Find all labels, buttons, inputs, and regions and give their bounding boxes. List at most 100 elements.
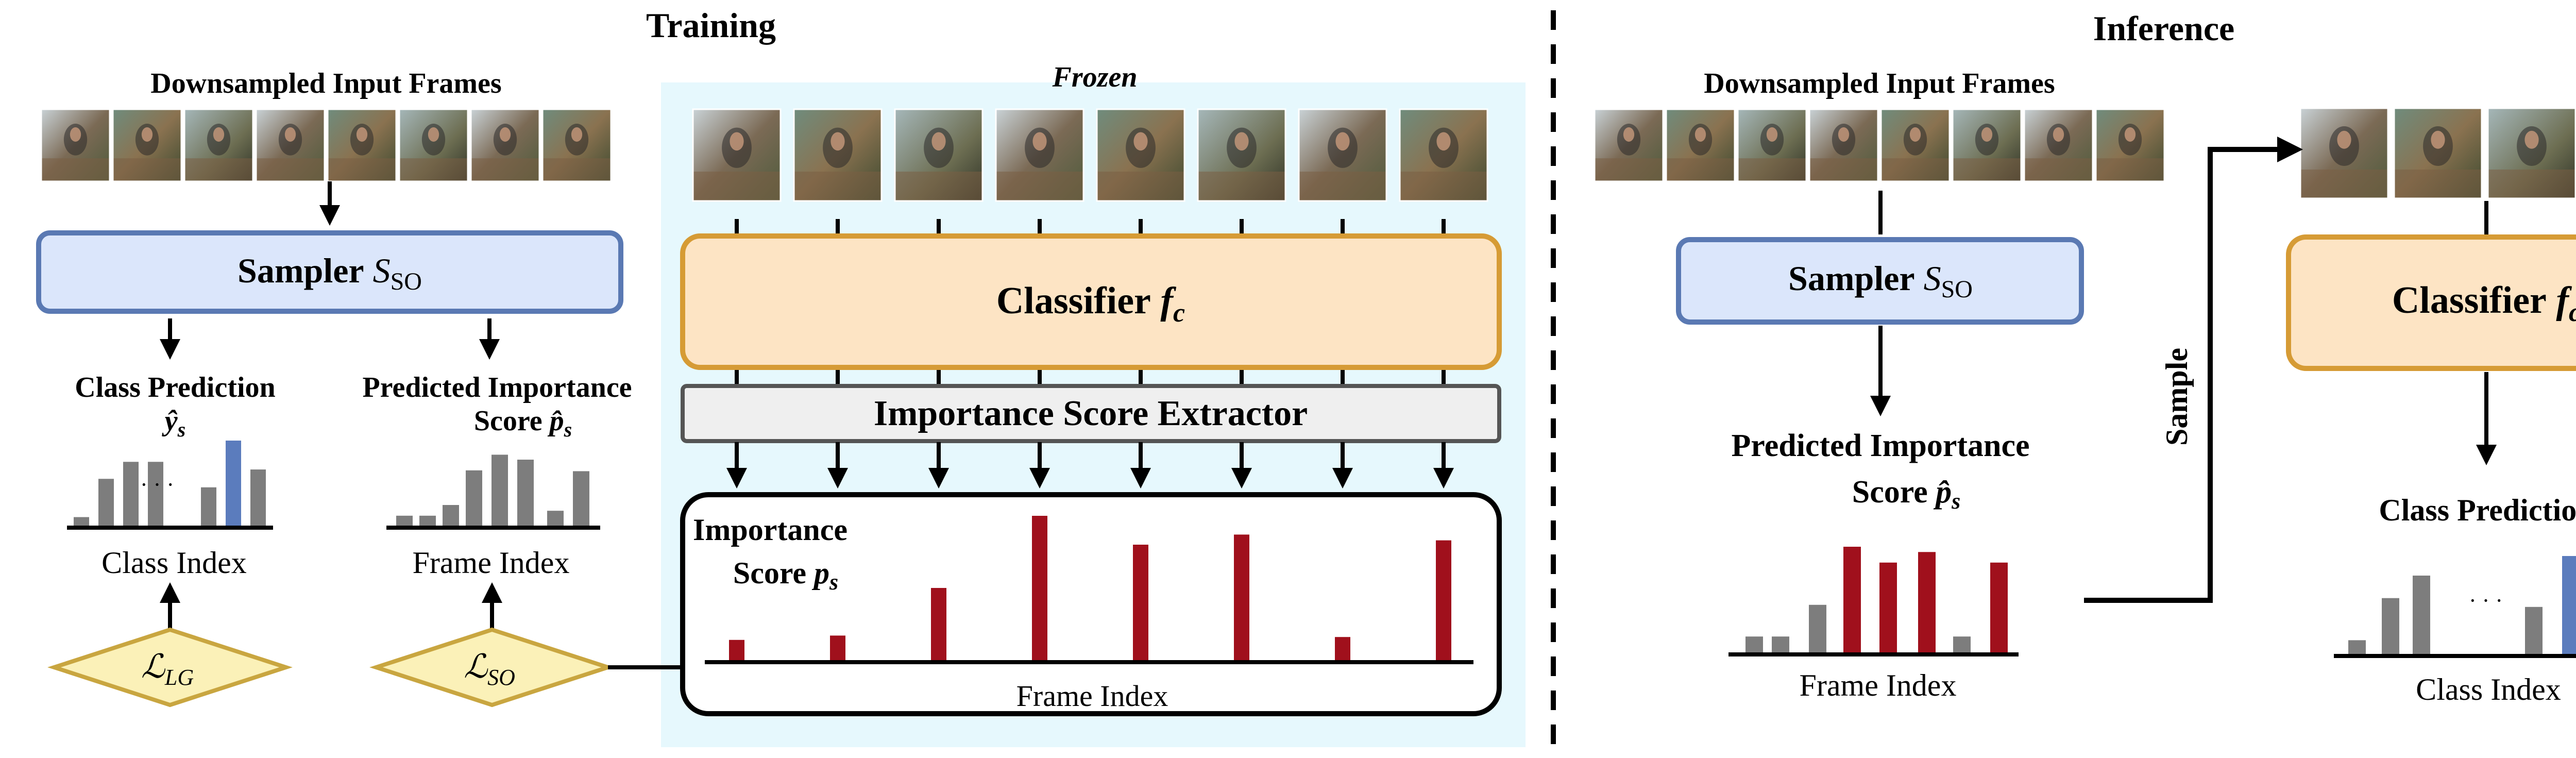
inf-frame-index-label: Frame Index	[1800, 668, 1957, 702]
inf-classifier-text: Classifier fc	[2392, 279, 2576, 327]
video-frame-thumbnail	[1399, 108, 1488, 202]
inf-class-pred-label: Class Prediction	[2379, 493, 2576, 527]
chart-bar	[1234, 534, 1249, 660]
video-frame-thumbnail	[1808, 108, 1879, 182]
video-frame-thumbnail	[40, 108, 111, 182]
importance-extractor-box	[681, 384, 1501, 443]
chart-bar	[98, 479, 114, 526]
inf-pred-importance-label2: Score p̂s	[1852, 475, 1961, 514]
chart-bar	[201, 487, 216, 526]
video-frame-thumbnail	[398, 108, 469, 182]
video-frame-thumbnail	[1952, 108, 2022, 182]
video-frame-thumbnail	[2393, 107, 2483, 199]
train-class-pred-label: Class Prediction	[75, 372, 275, 403]
inference-title: Inference	[2093, 9, 2234, 48]
inf-frame-strip	[1594, 108, 2165, 182]
frozen-frame-ticks	[735, 219, 1446, 386]
chart-bar	[466, 470, 482, 526]
chart-bar	[1809, 604, 1826, 652]
train-classifier-text: Classifier fc	[996, 280, 1185, 328]
train-pred-importance-chart	[396, 454, 589, 526]
video-frame-thumbnail	[2299, 107, 2389, 199]
chart-bar	[1032, 516, 1047, 660]
train-sampler-text: Sampler SSO	[238, 251, 422, 295]
inf-input-frames-label: Downsampled Input Frames	[1704, 68, 2055, 99]
inf-sampler-text: Sampler SSO	[1788, 259, 1973, 303]
chart-bar	[1843, 547, 1861, 652]
chart-bar	[573, 471, 589, 526]
train-frame-index-label: Frame Index	[413, 546, 570, 580]
sampled-frame-strip	[2299, 107, 2576, 199]
chart-bar	[2348, 640, 2366, 654]
importance-frame-index-label: Frame Index	[1016, 679, 1168, 713]
chart-bar	[1879, 562, 1897, 652]
video-frame-thumbnail	[1737, 108, 1807, 182]
train-class-pred-chart	[74, 441, 266, 526]
chart-bar	[1745, 636, 1763, 652]
chart-bar	[1133, 545, 1148, 660]
inf-class-index-label: Class Index	[2416, 672, 2561, 706]
train-class-pred-symbol: ŷs	[162, 405, 185, 441]
video-frame-thumbnail	[327, 108, 397, 182]
video-frame-thumbnail	[1665, 108, 1736, 182]
chart-bar	[443, 505, 459, 526]
video-frame-thumbnail	[1298, 108, 1387, 202]
training-title: Training	[646, 6, 776, 45]
inf-sampler-box	[1676, 237, 2084, 325]
video-frame-thumbnail	[112, 108, 182, 182]
chart-bar	[931, 588, 946, 660]
frozen-frame-strip	[692, 108, 1488, 202]
chart-bar	[1335, 637, 1350, 660]
chart-bar	[1436, 540, 1451, 660]
video-frame-thumbnail	[2095, 108, 2165, 182]
chart-bar	[1990, 562, 2008, 652]
video-frame-thumbnail	[541, 108, 612, 182]
chart-bar	[830, 635, 845, 660]
chart-bar	[1918, 552, 1936, 652]
chart-bar	[419, 515, 436, 526]
chart-bar	[2382, 598, 2399, 654]
train-pred-importance-label: Predicted Importance	[362, 372, 632, 403]
train-class-index-label: Class Index	[101, 546, 247, 580]
chart-bar	[547, 511, 564, 526]
inf-pred-importance-label: Predicted Importance	[1731, 428, 2029, 463]
chart-bar	[396, 515, 413, 526]
chart-bar	[123, 462, 139, 526]
train-frame-strip	[40, 108, 612, 182]
loss-lg-text: ℒLG	[141, 648, 194, 690]
video-frame-thumbnail	[995, 108, 1084, 202]
train-class-ellipsis: · · ·	[140, 472, 174, 497]
chart-bar	[2525, 607, 2543, 654]
chart-bar	[2562, 556, 2576, 654]
loss-lg-diamond	[47, 627, 293, 708]
chart-bar	[74, 517, 89, 526]
video-frame-thumbnail	[1197, 108, 1286, 202]
inf-pred-importance-chart	[1745, 547, 2008, 652]
video-frame-thumbnail	[1880, 108, 1951, 182]
video-frame-thumbnail	[793, 108, 883, 202]
chart-bar	[729, 639, 744, 660]
chart-bar	[1772, 636, 1789, 652]
video-frame-thumbnail	[255, 108, 326, 182]
chart-bar	[492, 454, 508, 526]
importance-score-box	[680, 492, 1502, 716]
chart-bar	[148, 462, 163, 526]
sample-arrow	[2084, 137, 2303, 603]
video-frame-thumbnail	[692, 108, 782, 202]
video-frame-thumbnail	[470, 108, 540, 182]
frozen-label: Frozen	[1052, 61, 1138, 93]
train-classifier-box	[680, 233, 1502, 370]
importance-score-label: Importance	[693, 513, 848, 547]
video-frame-thumbnail	[1594, 108, 1664, 182]
chart-bar	[517, 460, 534, 526]
train-input-frames-label: Downsampled Input Frames	[150, 68, 501, 99]
inf-classifier-box	[2286, 234, 2576, 371]
sample-label: Sample	[2160, 348, 2194, 446]
chart-bar	[226, 441, 241, 526]
loss-so-diamond	[369, 627, 615, 708]
chart-bar	[2413, 576, 2430, 654]
inf-class-ellipsis: · · ·	[2469, 588, 2503, 613]
train-sampler-box	[36, 230, 623, 314]
